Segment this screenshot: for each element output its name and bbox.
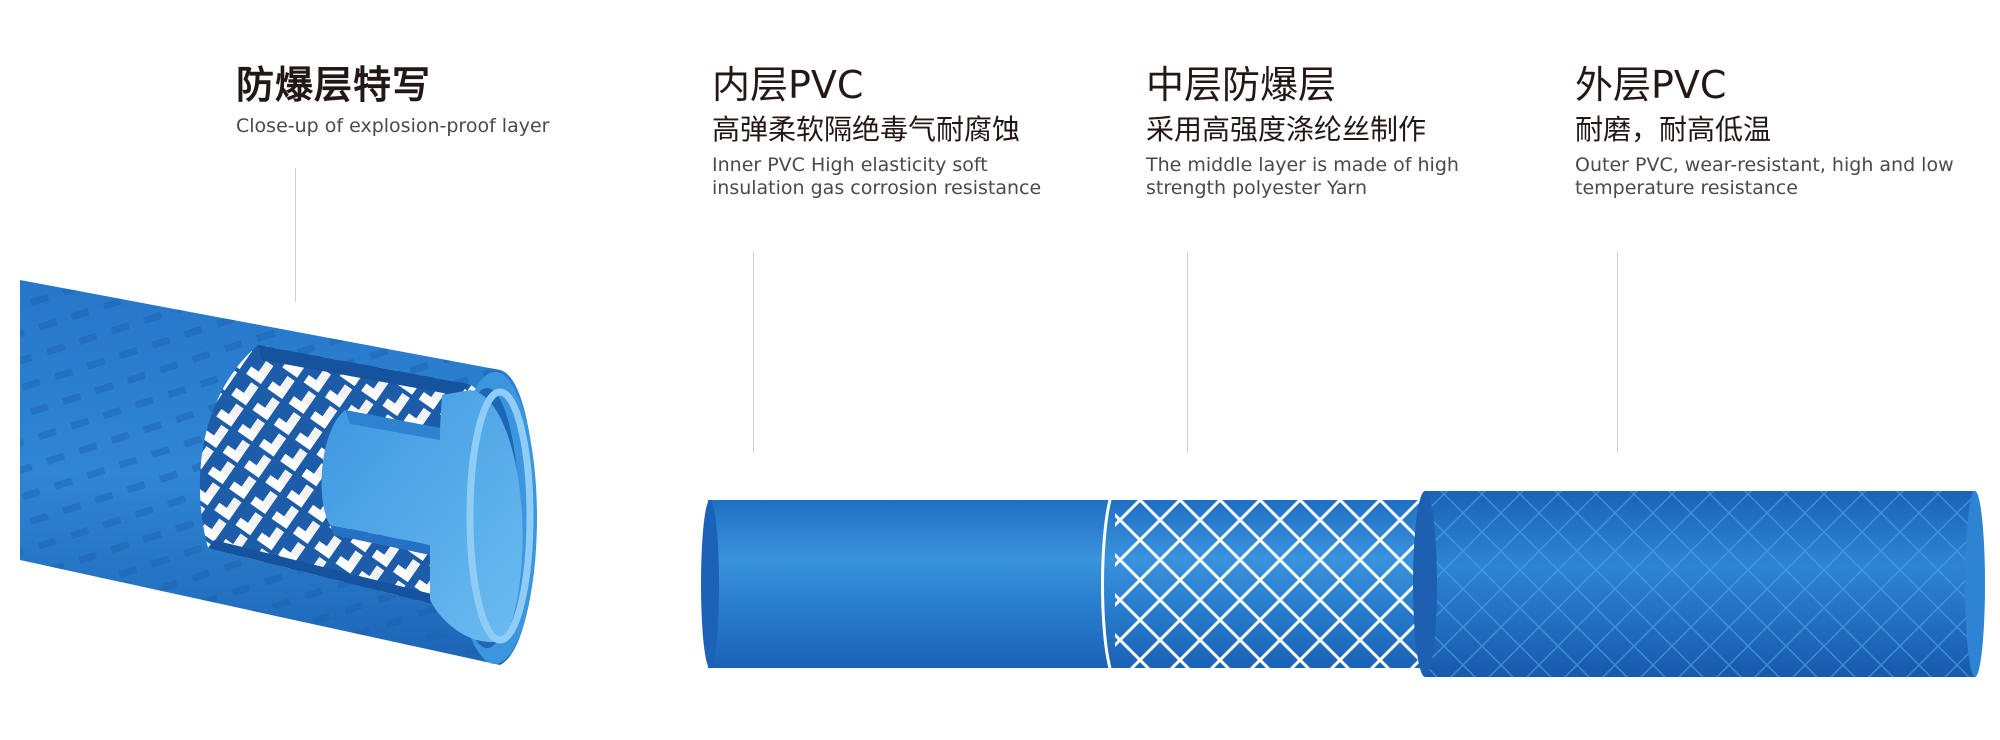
closeup-label: 防爆层特写 Close-up of explosion-proof layer: [236, 62, 549, 138]
closeup-subtitle: Close-up of explosion-proof layer: [236, 115, 550, 137]
inner-pvc-section: [701, 500, 1128, 668]
outer-layer-label: 外层PVC 耐磨，耐高低温 Outer PVC, wear-resistant,…: [1575, 62, 1954, 200]
outer-layer-desc-2: temperature resistance: [1575, 177, 1798, 199]
middle-layer-desc-1: The middle layer is made of high: [1146, 154, 1459, 176]
inner-layer-title: 内层PVC: [712, 63, 864, 107]
inner-layer-subtitle: 高弹柔软隔绝毒气耐腐蚀: [712, 113, 1021, 146]
closeup-leader-line: [295, 168, 296, 302]
outer-layer-leader-line: [1617, 252, 1618, 453]
middle-mesh-section: [1101, 499, 1440, 669]
middle-layer-leader-line: [1187, 252, 1188, 453]
outer-pvc-section: [1413, 491, 1985, 677]
middle-layer-title: 中层防爆层: [1146, 63, 1337, 107]
outer-layer-title: 外层PVC: [1575, 63, 1727, 107]
inner-layer-desc-2: insulation gas corrosion resistance: [712, 177, 1042, 199]
outer-layer-subtitle: 耐磨，耐高低温: [1575, 113, 1772, 146]
closeup-hose: [20, 280, 537, 665]
middle-layer-subtitle: 采用高强度涤纶丝制作: [1146, 113, 1427, 146]
middle-layer-label: 中层防爆层 采用高强度涤纶丝制作 The middle layer is mad…: [1146, 62, 1459, 200]
inner-layer-label: 内层PVC 高弹柔软隔绝毒气耐腐蚀 Inner PVC High elastic…: [712, 62, 1041, 200]
inner-layer-desc-1: Inner PVC High elasticity soft: [712, 154, 988, 176]
middle-layer-desc-2: strength polyester Yarn: [1146, 177, 1368, 199]
inner-layer-leader-line: [753, 252, 754, 453]
closeup-title: 防爆层特写: [236, 63, 432, 107]
outer-layer-desc-1: Outer PVC, wear-resistant, high and low: [1575, 154, 1954, 176]
